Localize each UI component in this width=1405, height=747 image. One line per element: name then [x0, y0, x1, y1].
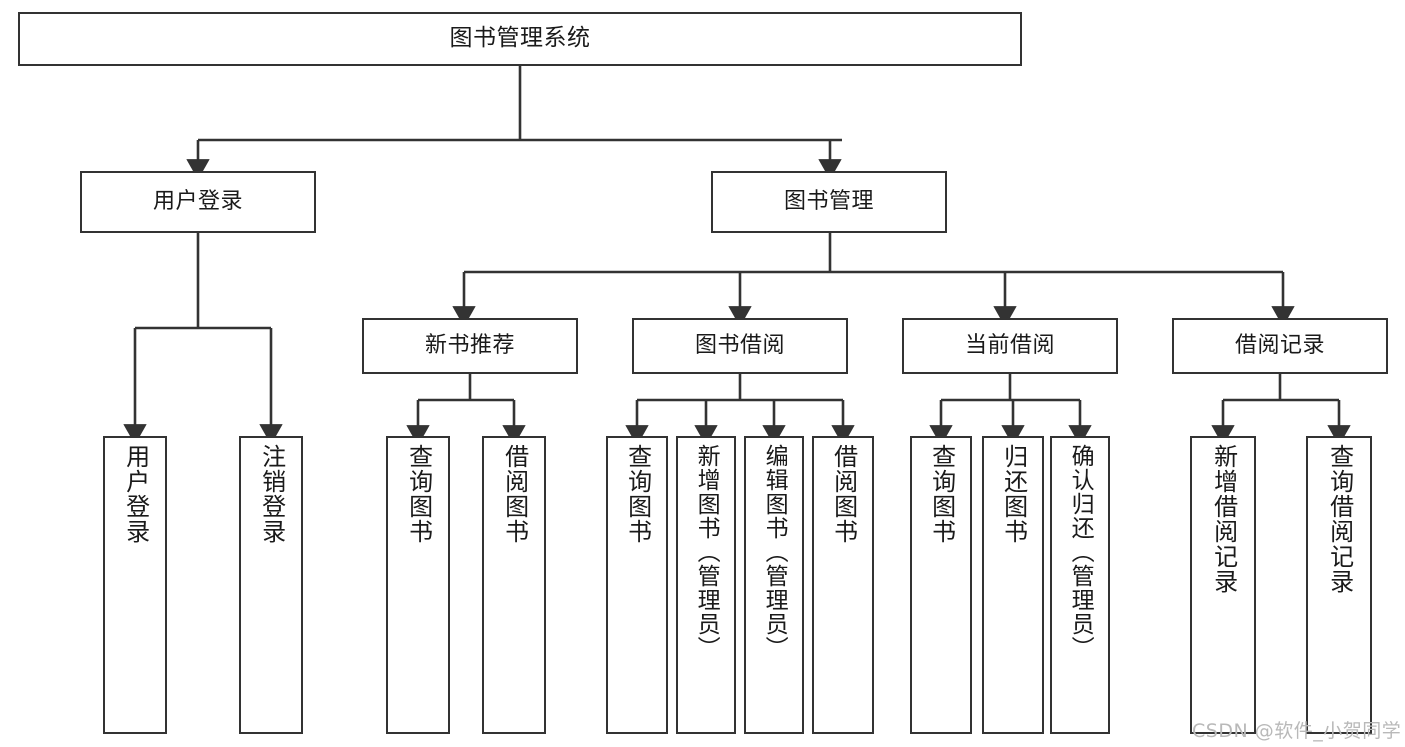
node-leaf-user-login[interactable]: 用户登录 — [103, 436, 167, 734]
node-leaf-logout[interactable]: 注销登录 — [239, 436, 303, 734]
node-leaf-borrow-book-2[interactable]: 借阅图书 — [812, 436, 874, 734]
node-leaf-return-book-label: 归还图书 — [999, 444, 1028, 544]
node-user-login[interactable]: 用户登录 — [80, 171, 316, 233]
node-leaf-user-login-label: 用户登录 — [121, 444, 150, 544]
node-leaf-borrow-book-2-label: 借阅图书 — [829, 444, 858, 544]
node-leaf-query-book-1-label: 查询图书 — [404, 444, 433, 544]
node-leaf-add-book-label: 新增图书（管理员） — [693, 444, 720, 660]
node-leaf-add-record-label: 新增借阅记录 — [1209, 444, 1238, 594]
node-book-borrow-label: 图书借阅 — [694, 333, 785, 359]
node-leaf-edit-book-label: 编辑图书（管理员） — [761, 444, 788, 660]
csdn-watermark: CSDN @软件_小贺同学 — [1192, 720, 1402, 742]
node-leaf-borrow-book-1[interactable]: 借阅图书 — [482, 436, 546, 734]
node-root-label: 图书管理系统 — [449, 25, 591, 52]
node-leaf-borrow-book-1-label: 借阅图书 — [500, 444, 529, 544]
node-leaf-logout-label: 注销登录 — [257, 444, 286, 544]
node-user-login-label: 用户登录 — [152, 189, 243, 215]
node-leaf-confirm-return[interactable]: 确认归还（管理员） — [1050, 436, 1110, 734]
node-borrow-record-label: 借阅记录 — [1234, 333, 1325, 359]
node-leaf-return-book[interactable]: 归还图书 — [982, 436, 1044, 734]
node-leaf-query-book-3[interactable]: 查询图书 — [910, 436, 972, 734]
node-leaf-add-record[interactable]: 新增借阅记录 — [1190, 436, 1256, 734]
node-new-book-rec-label: 新书推荐 — [424, 333, 515, 359]
node-leaf-add-book[interactable]: 新增图书（管理员） — [676, 436, 736, 734]
node-book-manage[interactable]: 图书管理 — [711, 171, 947, 233]
node-leaf-query-book-2[interactable]: 查询图书 — [606, 436, 668, 734]
node-current-borrow[interactable]: 当前借阅 — [902, 318, 1118, 374]
node-book-manage-label: 图书管理 — [783, 189, 874, 215]
node-leaf-query-book-1[interactable]: 查询图书 — [386, 436, 450, 734]
node-new-book-rec[interactable]: 新书推荐 — [362, 318, 578, 374]
node-borrow-record[interactable]: 借阅记录 — [1172, 318, 1388, 374]
node-leaf-confirm-return-label: 确认归还（管理员） — [1067, 444, 1094, 660]
node-leaf-query-book-2-label: 查询图书 — [623, 444, 652, 544]
node-leaf-edit-book[interactable]: 编辑图书（管理员） — [744, 436, 804, 734]
node-book-borrow[interactable]: 图书借阅 — [632, 318, 848, 374]
node-leaf-query-record[interactable]: 查询借阅记录 — [1306, 436, 1372, 734]
node-root[interactable]: 图书管理系统 — [18, 12, 1022, 66]
node-leaf-query-book-3-label: 查询图书 — [927, 444, 956, 544]
node-leaf-query-record-label: 查询借阅记录 — [1325, 444, 1354, 594]
node-current-borrow-label: 当前借阅 — [964, 333, 1055, 359]
